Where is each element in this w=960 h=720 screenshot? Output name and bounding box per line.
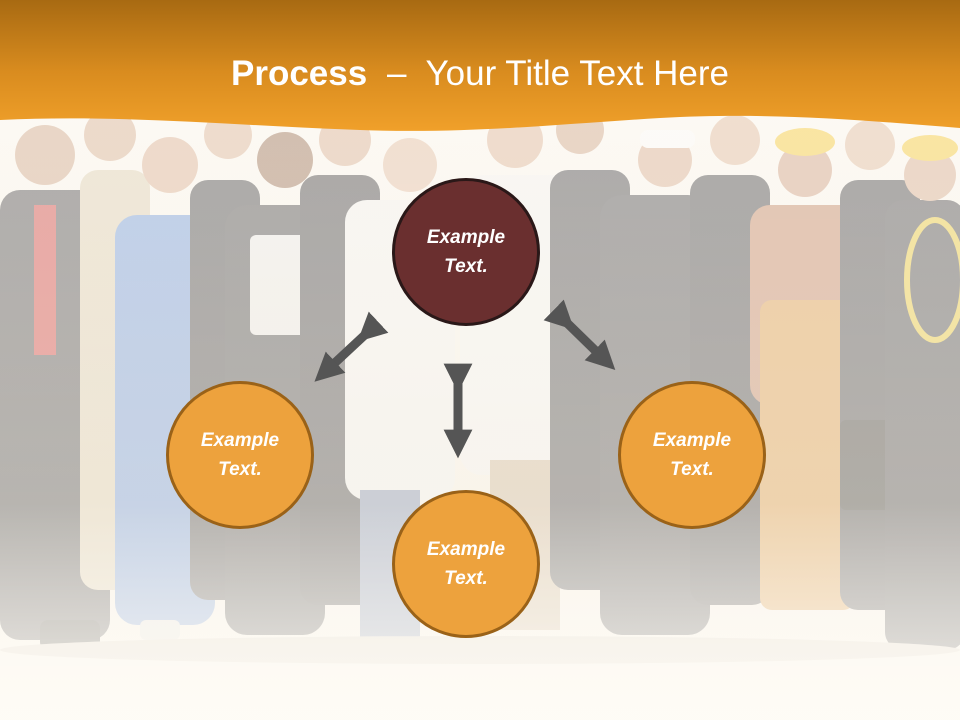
- process-node-top[interactable]: Example Text.: [392, 178, 540, 326]
- process-node-left[interactable]: Example Text.: [166, 381, 314, 529]
- process-node-bottom[interactable]: Example Text.: [392, 490, 540, 638]
- node-top-line2: Text.: [444, 256, 488, 277]
- process-node-right[interactable]: Example Text.: [618, 381, 766, 529]
- title-separator: –: [386, 54, 407, 93]
- node-bottom-line2: Text.: [444, 568, 488, 589]
- node-left-line2: Text.: [218, 459, 262, 480]
- arrow-top-right: [543, 299, 616, 371]
- title-bold: Process: [230, 54, 368, 93]
- header-banner: [0, 0, 960, 131]
- node-left-line1: Example: [200, 430, 280, 451]
- title-text: Your Title Text Here: [425, 54, 730, 93]
- node-top-line1: Example: [426, 227, 506, 248]
- node-right-line1: Example: [652, 430, 732, 451]
- arrow-top-left: [314, 311, 389, 382]
- node-bottom-line1: Example: [426, 539, 506, 560]
- node-right-line2: Text.: [670, 459, 714, 480]
- slide-title: Process – Your Title Text Here: [0, 50, 960, 98]
